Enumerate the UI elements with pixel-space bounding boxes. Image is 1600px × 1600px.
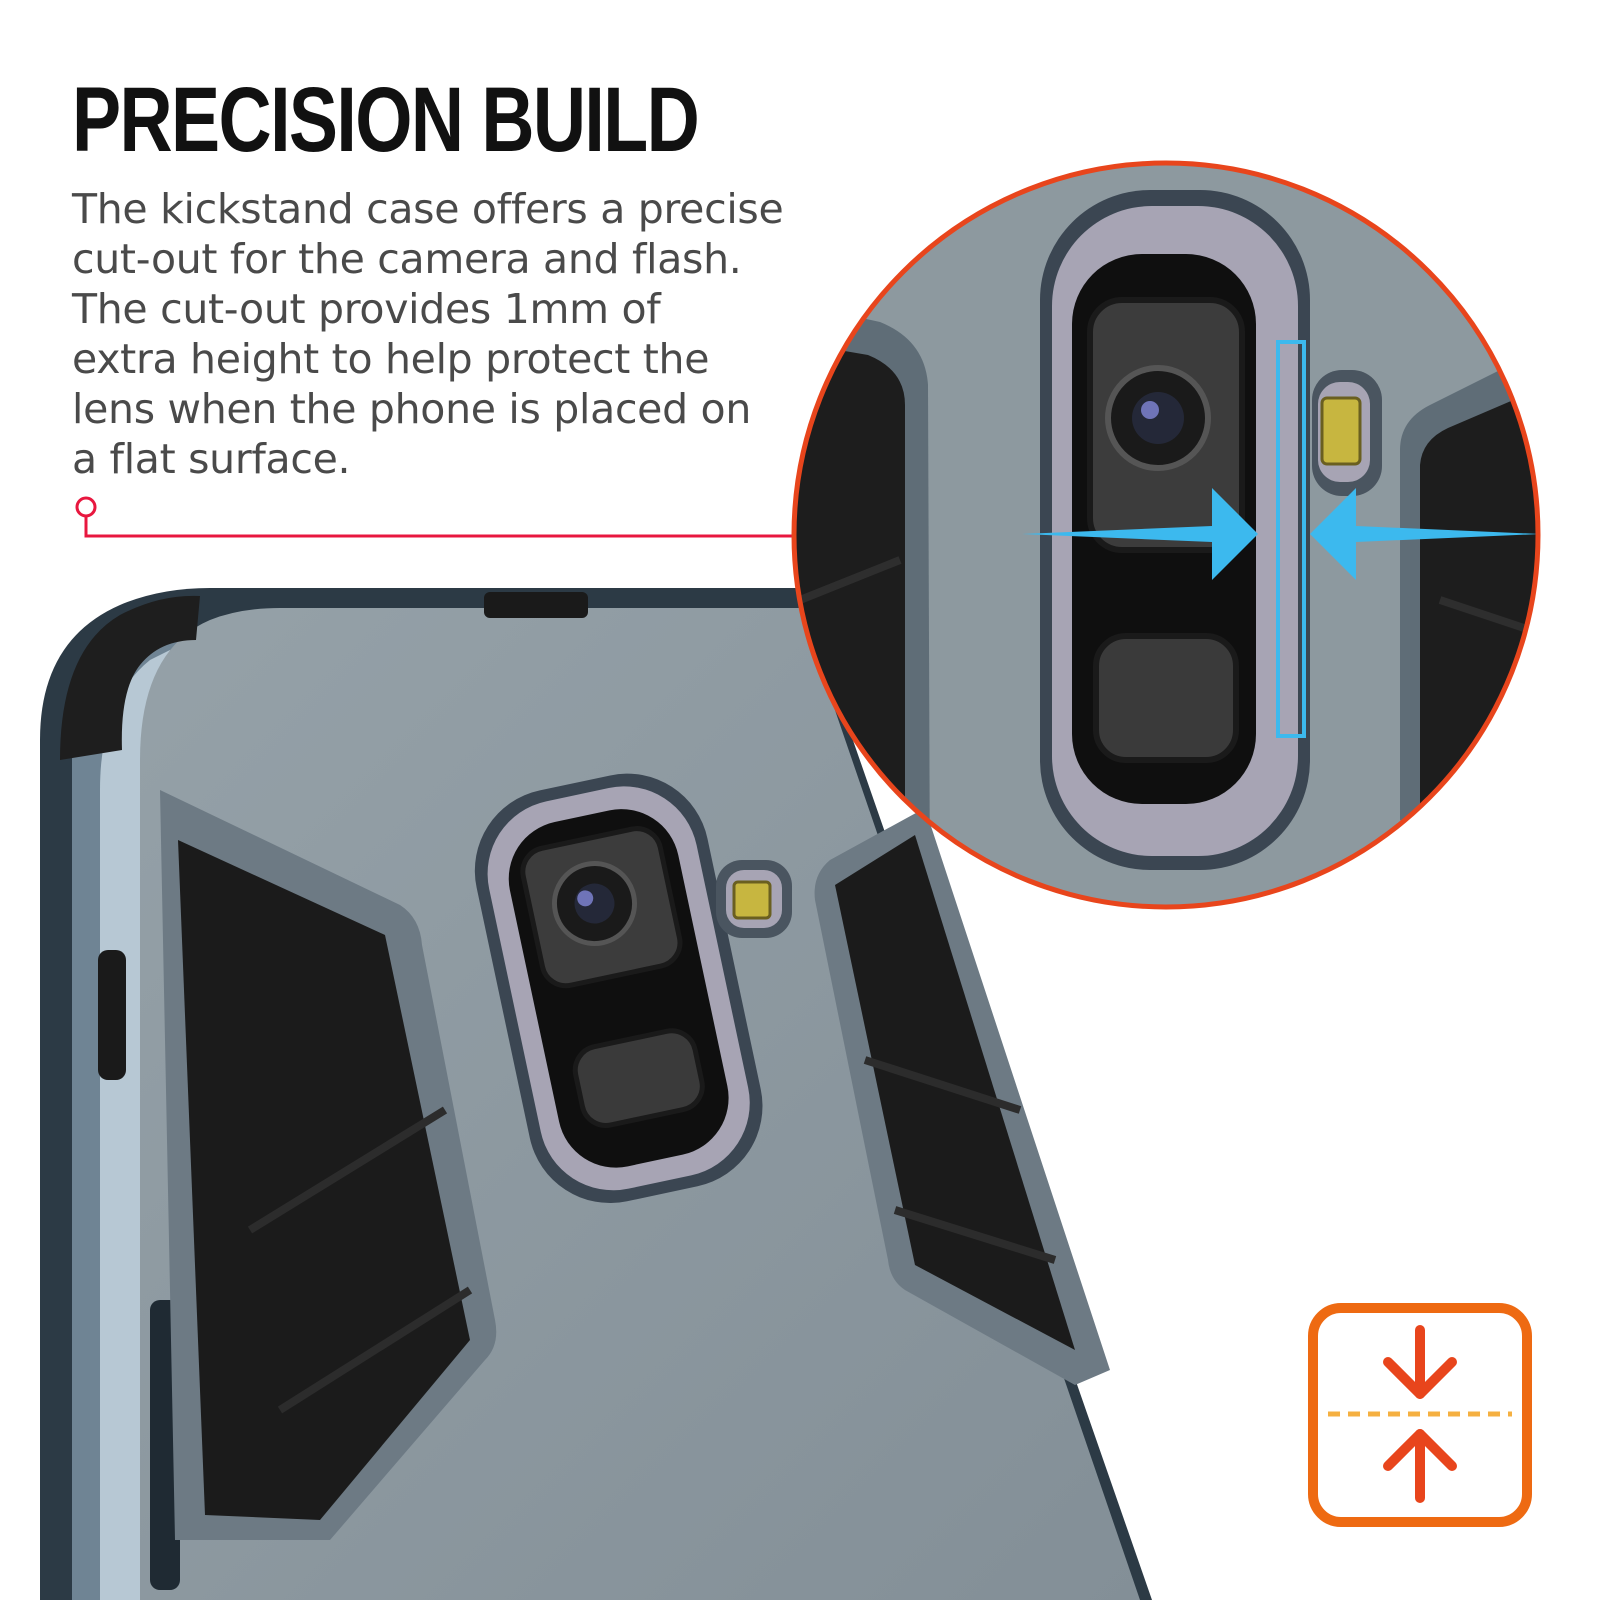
zoom-flash-led: [1320, 396, 1362, 466]
camera-lens-reflection: [577, 890, 594, 907]
callout-pin: [75, 496, 97, 518]
description-line: The kickstand case offers a precise: [72, 185, 784, 233]
measure-arrow-right-icon: [1310, 488, 1538, 580]
flash-led: [732, 880, 772, 920]
zoom-right-grip-pad: [1420, 380, 1538, 900]
side-button-top: [98, 950, 126, 1080]
flash: [716, 860, 792, 938]
compress-arrows-icon: [1308, 1303, 1532, 1527]
badge-arrow-down-icon: [1383, 1325, 1457, 1399]
zoom-left-grip-rib: [798, 556, 902, 604]
description-line: extra height to help protect the: [72, 335, 710, 383]
zoom-detail: [791, 160, 1541, 910]
top-notch: [484, 592, 588, 618]
zoom-ring: [791, 160, 1541, 910]
right-grip-rib-2: [893, 1206, 1057, 1264]
feature-description: The kickstand case offers a precise cut-…: [72, 184, 792, 484]
description-line: a flat surface.: [72, 435, 351, 483]
right-grip-rib-1: [863, 1056, 1022, 1114]
zoom-lens-reflection: [1141, 401, 1159, 419]
phone-case: [40, 588, 1152, 1600]
fingerprint-sensor: [572, 1028, 705, 1128]
corner-guard: [60, 595, 200, 760]
description-line: The cut-out provides 1mm of: [72, 285, 661, 333]
badge-arrow-up-icon: [1383, 1429, 1457, 1503]
left-grip-rib-1: [247, 1106, 448, 1234]
zoom-lens-glass: [1132, 392, 1184, 444]
page-title: PRECISION BUILD: [72, 69, 700, 171]
description-line: lens when the phone is placed on: [72, 385, 752, 433]
callout-line: [84, 516, 800, 538]
description-line: cut-out for the camera and flash.: [72, 235, 742, 283]
left-grip-rib-2: [277, 1286, 473, 1414]
camera-module: [474, 773, 763, 1204]
measure-arrow-left-icon: [1022, 488, 1258, 580]
zoom-fingerprint-sensor: [1093, 633, 1239, 763]
zoom-right-grip-rib: [1438, 596, 1538, 644]
cutout-height-highlight: [1276, 340, 1306, 738]
pin-line-icon: [75, 496, 800, 538]
